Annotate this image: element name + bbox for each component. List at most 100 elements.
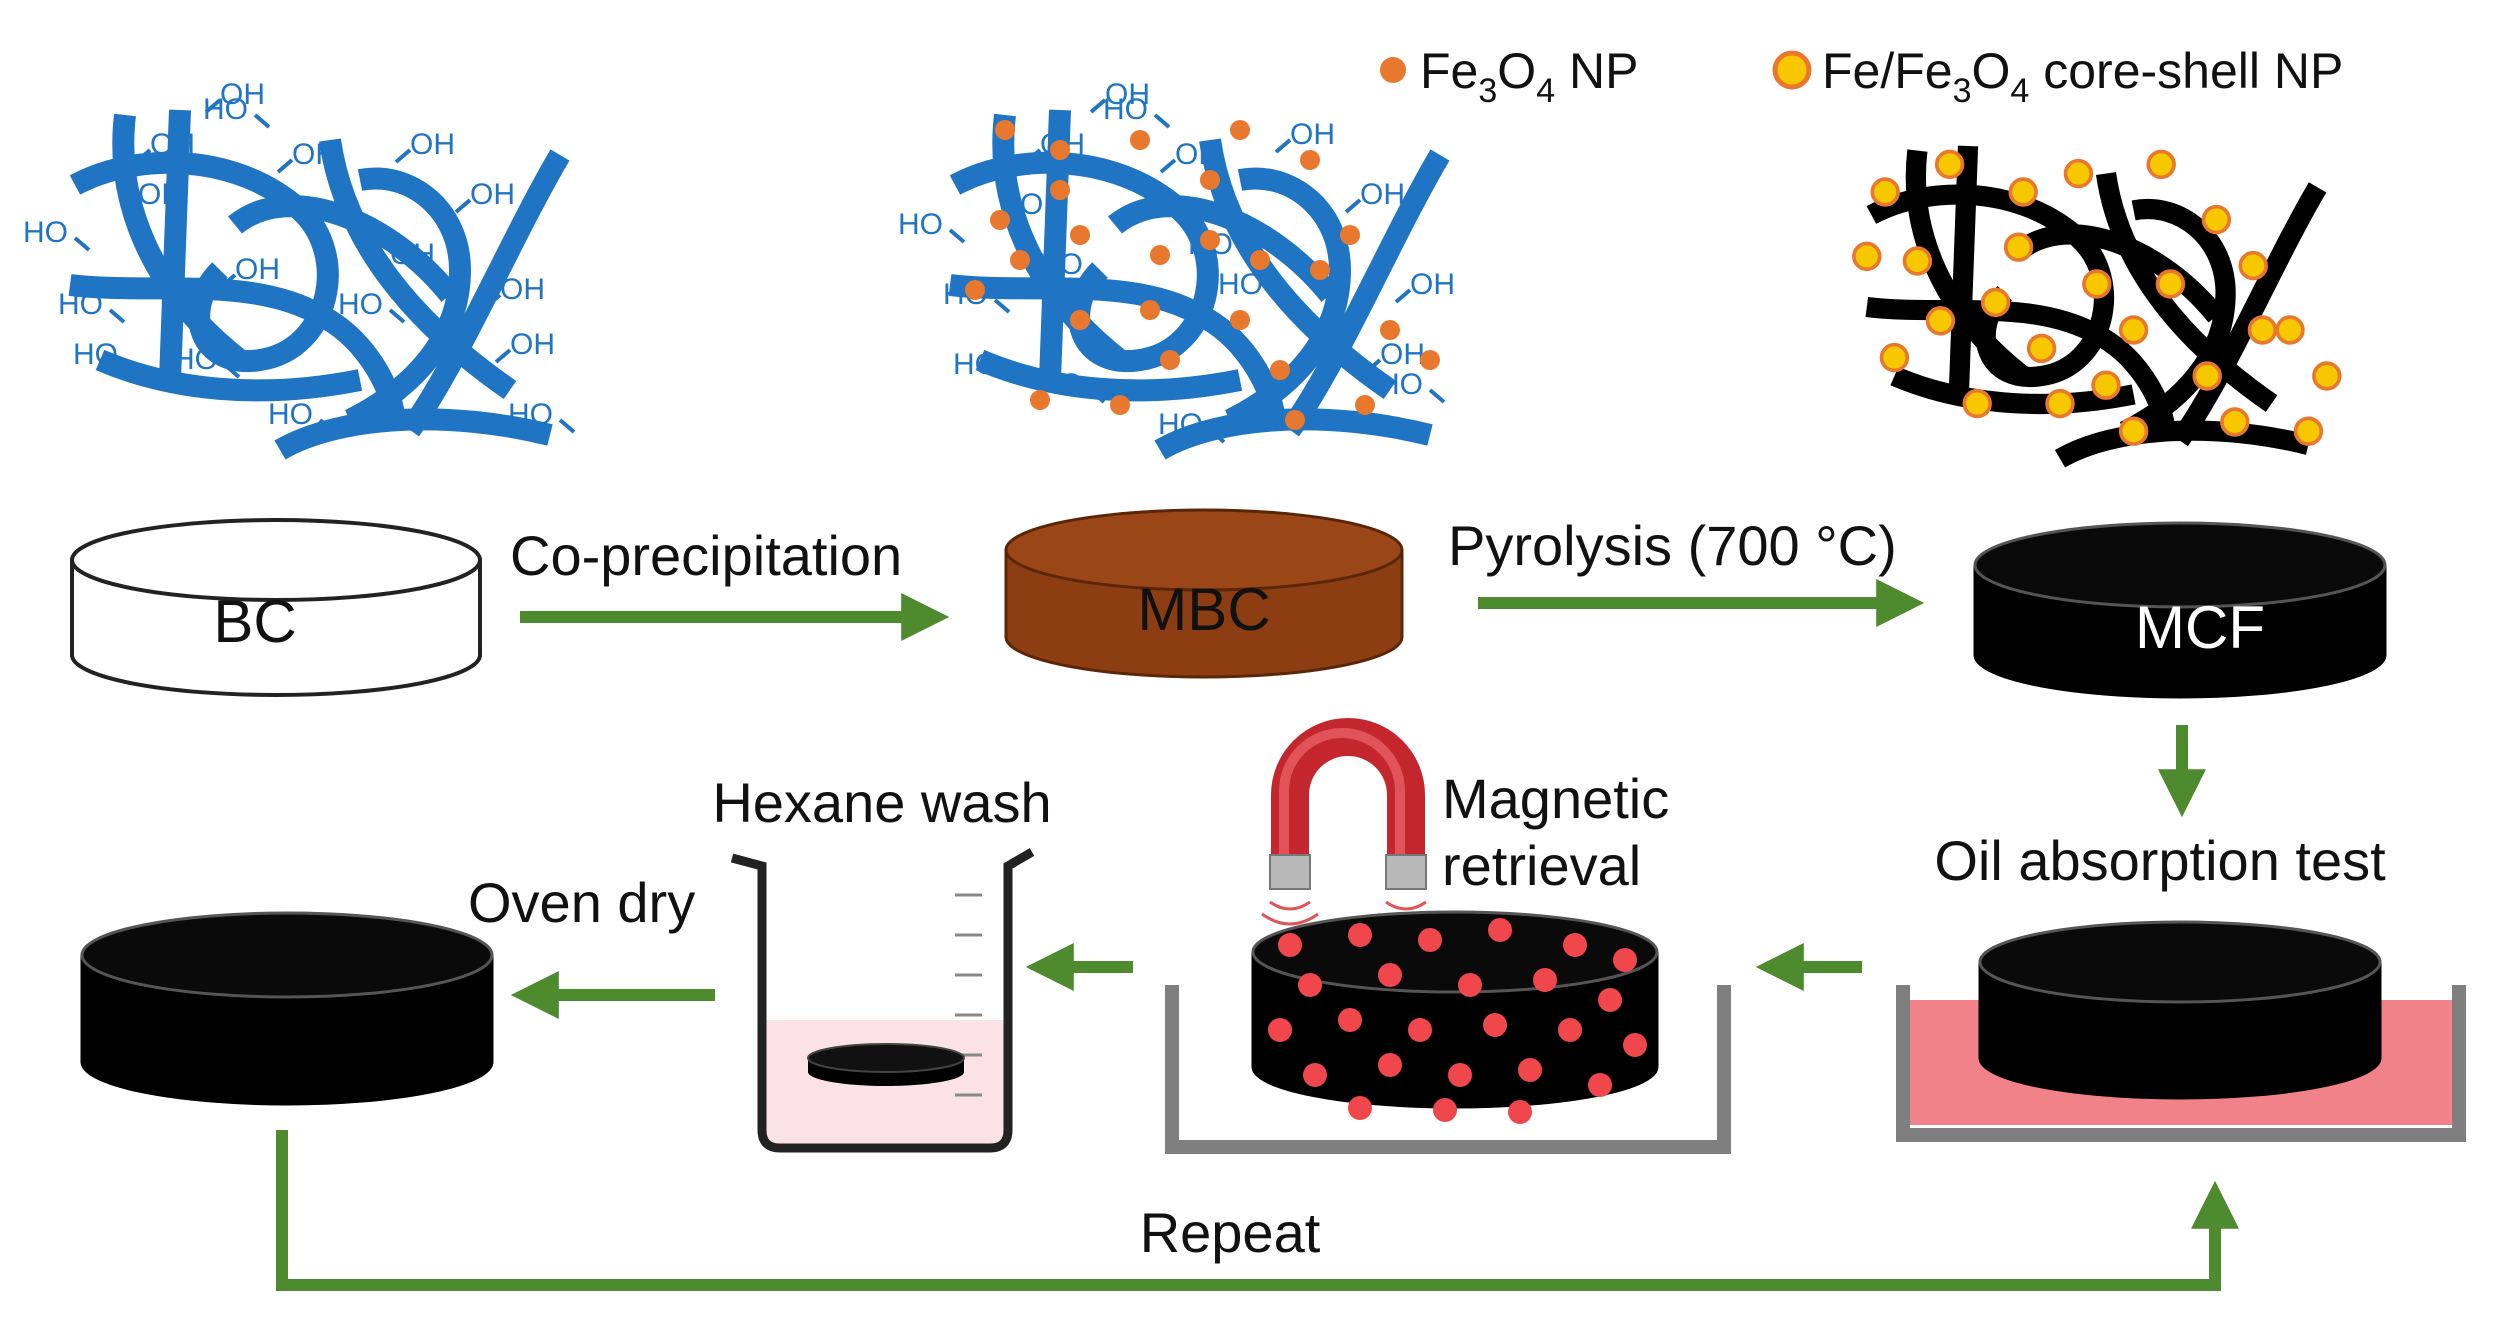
hydroxyl-label: HO [203,93,248,126]
nanoparticle [1355,395,1375,415]
pyrolysis-label: Pyrolysis (700 °C) [1448,514,1897,577]
hexane-label: Hexane wash [712,771,1051,834]
nanoparticle [1230,120,1250,140]
nanoparticle [2247,315,2278,345]
hydroxyl-label: HO [1218,268,1263,301]
fiber-strand [1154,408,1433,460]
nanoparticle [2045,388,2075,419]
hydroxyl-bond [1208,428,1226,444]
hydroxyl-bond [388,308,406,324]
fiber-strand [274,408,553,460]
fiber-strand [1948,145,1979,395]
nanoparticle [1140,300,1160,320]
hydroxyl-bond [1089,98,1107,114]
hydroxyl-bond [1003,368,1021,384]
magnetic-particle [1348,1096,1372,1120]
hydroxyl-bond [134,148,152,164]
hydroxyl-label: HO [1103,93,1148,126]
hydroxyl-bond [394,148,412,164]
nanoparticle [1050,180,1070,200]
nanoparticle [1130,130,1150,150]
mbc-disk: MBC [1004,508,1404,679]
hydroxyl-label: OH [510,328,555,361]
hydroxyl-label: OH [1105,78,1150,111]
nanoparticle [1300,150,1320,170]
nanoparticle [1070,310,1090,330]
hydroxyl-label: OH [220,78,265,111]
magnetic-particle [1378,1053,1402,1077]
hydroxyl-label: OH [1175,138,1220,171]
hydroxyl-bond [454,198,472,214]
hydroxyl-label: OH [500,273,545,306]
hydroxyl-label: OH [1360,178,1405,211]
hydroxyl-bond [73,236,91,252]
nanoparticle [1870,177,1900,207]
hydroxyl-bond [123,358,141,374]
nanoparticle [1110,395,1130,415]
nanoparticle [2275,315,2305,345]
nanoparticle [1010,250,1030,270]
hydroxyl-label: OH [410,128,455,161]
hydroxyl-label: OH [235,253,280,286]
magnetic-label-line1: Magnetic [1442,767,1669,830]
hydroxyl-bond [993,298,1011,314]
fiber-strand [159,109,191,381]
nanoparticle [1070,225,1090,245]
hydroxyl-label: OH [1290,118,1335,151]
magnetic-particle [1458,973,1482,997]
nanoparticle [2293,416,2324,446]
nanoparticle [1200,170,1220,190]
fiber-strand [2171,182,2327,447]
magnetic-particle [1613,948,1637,972]
core-shell-legend-dot [1772,50,1812,90]
repeat-arrow [276,1130,2239,1291]
magnetic-particle [1418,928,1442,952]
nanoparticle [1420,350,1440,370]
magnetic-tray [1165,985,1731,1154]
hydroxyl-label: HO [1378,368,1423,401]
hydroxyl-label: HO [58,288,103,321]
magnetic-particle [1303,1063,1327,1087]
hydroxyl-bond [1394,288,1412,304]
fiber-strand [1890,366,2136,415]
mcf-fiber-network [1852,145,2342,468]
fiber-strand [1905,149,2030,384]
fiber-strand [1865,296,2176,433]
hydroxyl-label: OH [138,178,183,211]
hydroxyl-label: HO [1038,248,1083,281]
hydroxyl-label: HO [268,398,313,431]
nanoparticle [1310,260,1330,280]
hydroxyl-label: OH [390,238,435,271]
hydroxyl-bond [1428,388,1446,404]
nanoparticle [1230,310,1250,330]
nanoparticle [2155,269,2186,299]
magnetic-particle [1433,1098,1457,1122]
hydroxyl-label: HO [173,343,218,376]
bc-label: BC [213,588,296,655]
fiber-strand [2095,172,2278,412]
magnetic-particle [1348,923,1372,947]
fiber-strand [2054,420,2311,468]
beaker-icon [730,848,1035,1153]
nanoparticle [2118,315,2149,345]
nanoparticle [1962,388,1992,419]
fiber-strand [2119,198,2236,441]
magnetic-particle [1338,1008,1362,1032]
hydroxyl-bond [223,363,241,379]
fiber-strand [95,349,363,402]
hydroxyl-bond [1159,158,1177,174]
nanoparticle [1902,246,1933,276]
hydroxyl-bond [558,418,576,434]
nanoparticle [2082,269,2112,299]
mbc-fiber-network: OHOHOHHOOHOHOHHOHOHOHOHOHOOHOHHOHOHO [898,78,1455,460]
magnetic-particle [1598,988,1622,1012]
magnetic-particle [1448,1063,1472,1087]
fe3o4-legend-label: Fe3O4 NP [1420,43,1638,110]
magnetic-particle [1563,933,1587,957]
nanoparticle [1852,241,1882,272]
hydroxyl-label: HO [898,208,943,241]
magnetic-disk [1251,910,1659,1124]
hydroxyl-label: HO [1158,408,1203,441]
hydroxyl-bond [204,98,222,114]
magnetic-particle [1533,968,1557,992]
